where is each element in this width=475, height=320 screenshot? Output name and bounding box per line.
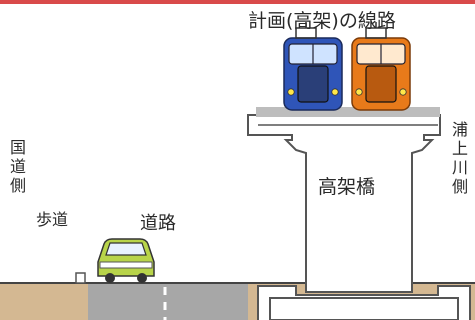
road-label: 道路 xyxy=(140,213,176,234)
blue-train-icon xyxy=(283,22,343,111)
top-accent-bar xyxy=(0,0,475,4)
planned-line-label: 計画(高架)の線路 xyxy=(248,10,396,32)
viaduct-foundation-inner xyxy=(269,297,459,320)
sidewalk-label: 歩道 xyxy=(36,210,69,229)
urakami-river-side-label: 浦上川側 xyxy=(451,120,468,196)
orange-train-icon xyxy=(351,22,411,111)
car-icon xyxy=(97,238,155,283)
viaduct-label: 高架橋 xyxy=(318,176,376,198)
curb xyxy=(75,272,86,284)
viaduct-deck-top xyxy=(256,107,440,117)
ground-left xyxy=(0,283,88,320)
road-surface xyxy=(88,283,248,320)
national-road-side-label: 国道側 xyxy=(9,138,26,195)
viaduct-pier xyxy=(247,114,441,293)
